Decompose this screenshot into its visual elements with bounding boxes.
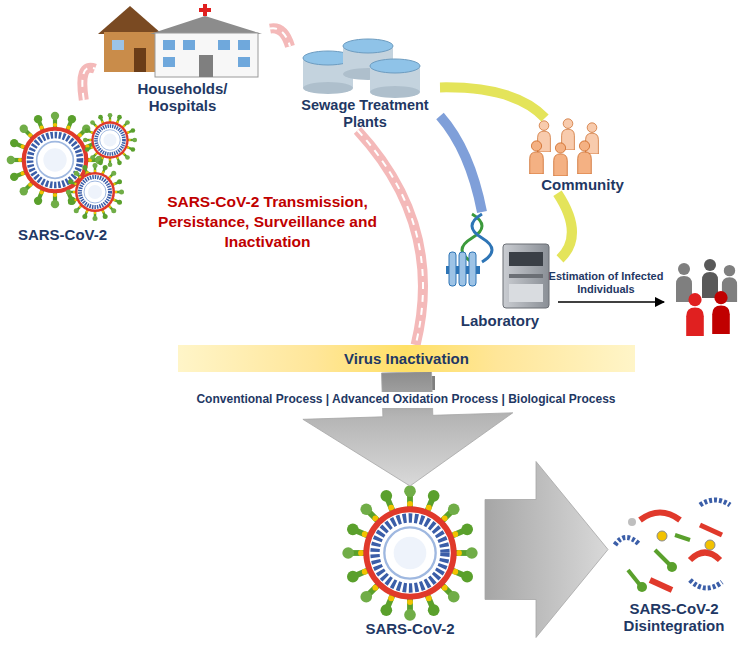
estimation-arrow [558,301,664,303]
node-label: SARS-CoV-2 Disintegration [614,600,734,635]
community-people [530,119,599,176]
node-label: Sewage Treatment Plants [295,97,435,130]
labeled-icon: Sewage Treatment Plants [290,35,440,130]
virus-large [342,485,477,620]
node-label: SARS-CoV-2 [365,620,454,637]
flow-band [440,116,482,212]
virus-fragments [615,500,730,592]
inactivation-band: Virus Inactivation [178,345,635,372]
virus-cluster [7,112,137,221]
flow-band [82,68,95,100]
diagram-title: SARS-CoV-2 Transmission, Persistance, Su… [140,192,395,252]
labeled-icon: Community [520,118,645,193]
labeled-icon: SARS-CoV-2 Disintegration [608,500,740,635]
flow-band [440,87,545,118]
node-label: Laboratory [461,312,539,329]
block-arrow [303,372,513,487]
labeled-icon: SARS-CoV-2 [0,100,125,243]
block-arrow [485,462,608,638]
flow-band [358,130,423,345]
node-label: Community [541,176,624,193]
estimation-label: Estimation of Infected Individuals [546,270,666,295]
band-title: Virus Inactivation [344,350,469,367]
process-label: Conventional Process | Advanced Oxidatio… [192,392,619,408]
labeled-icon: Laboratory [440,212,560,329]
laboratory-icon [446,214,549,308]
node-label: Households/ Hospitals [123,80,243,115]
labeled-icon: SARS-CoV-2 [335,486,485,637]
infected-individuals [676,259,737,336]
sewage-tanks-icon [303,39,420,98]
flow-band [558,193,572,259]
node-label: SARS-CoV-2 [18,226,107,243]
flow-band [270,28,290,46]
households-hospital-icon [98,4,262,77]
labeled-icon: Households/ Hospitals [95,0,270,115]
